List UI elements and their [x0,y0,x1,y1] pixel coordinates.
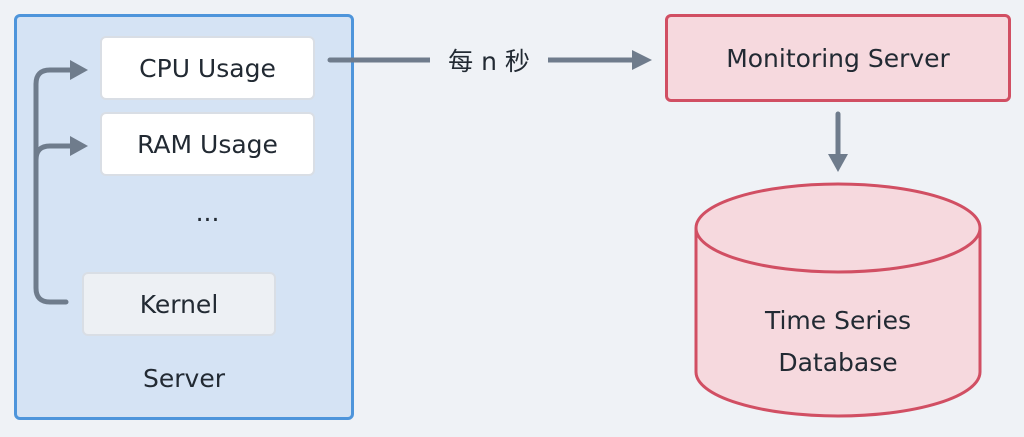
ram-usage-box: RAM Usage [100,112,315,176]
database-label-line2: Database [778,348,898,377]
database-cylinder-top-rim [694,227,982,274]
arrowhead-to-cpu [70,60,88,80]
server-label: Server [143,364,225,393]
interval-label: 每 n 秒 [430,42,548,78]
arrowhead-to-db [828,154,848,172]
database-label: Time Series Database [696,300,980,384]
monitoring-server-label: Monitoring Server [726,43,950,73]
kernel-to-ram-branch [33,143,73,163]
kernel-box: Kernel [82,272,276,336]
monitoring-server-box: Monitoring Server [665,14,1011,102]
ellipsis-text: ... [195,198,220,227]
arrowhead-to-ram [70,136,88,156]
kernel-to-metrics-connector [33,67,73,305]
cpu-usage-box: CPU Usage [100,36,315,100]
arrowhead-to-monitoring [632,50,652,70]
kernel-label: Kernel [139,289,219,319]
cpu-usage-label: CPU Usage [139,53,276,83]
database-cylinder-body [694,182,982,418]
ram-usage-label: RAM Usage [137,129,278,159]
database-label-line1: Time Series [764,306,911,335]
